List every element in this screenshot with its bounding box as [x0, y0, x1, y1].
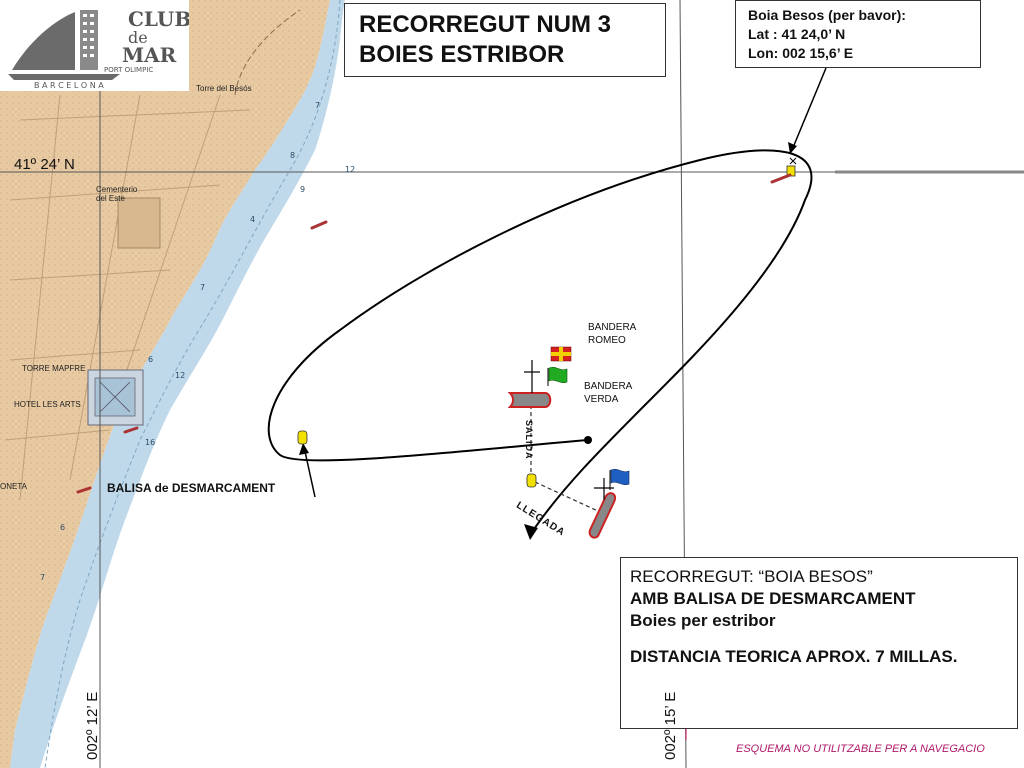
svg-text:8: 8	[290, 151, 295, 160]
club-de-mar-logo: CLUB de MAR PORT OLIMPIC B A R C E L O N…	[0, 0, 191, 91]
route-description-box: RECORREGUT: “BOIA BESOS” AMB BALISA DE D…	[620, 557, 1018, 729]
title-line-2: BOIES ESTRIBOR	[359, 41, 565, 68]
flag-green-label: BANDERA VERDA	[584, 381, 632, 405]
flag-green-icon	[547, 367, 568, 386]
svg-text:7: 7	[200, 283, 205, 292]
route-start-dot	[584, 436, 592, 444]
mark-pointer-line	[303, 446, 316, 498]
flag-romeo-icon	[550, 346, 572, 362]
place-torre-mapfre: TORRE MAPFRE	[22, 364, 86, 373]
committee-boat-icon	[507, 360, 552, 408]
logo-port-olimpic: PORT OLIMPIC	[104, 66, 153, 74]
offset-mark-buoy-icon	[297, 430, 308, 445]
start-label: SALIDA	[524, 420, 534, 460]
buoy-lon: Lon: 002 15,6’ E	[748, 45, 854, 61]
place-cemetery: Cementerio del Este	[96, 185, 138, 203]
finish-arrowhead	[524, 524, 538, 540]
route-line-4: DISTANCIA TEORICA APROX. 7 MILLAS.	[630, 647, 958, 666]
cemetery-block	[117, 197, 161, 249]
buoy-pointer-arrow	[788, 142, 797, 154]
finish-boat-icon	[588, 469, 630, 539]
route-line-2: AMB BALISA DE DESMARCAMENT	[630, 589, 916, 608]
svg-text:4: 4	[250, 215, 255, 224]
place-hotel: HOTEL LES ARTS	[14, 400, 81, 409]
logo-mar: MAR	[122, 43, 177, 67]
svg-text:7: 7	[40, 573, 45, 582]
title-line-1: RECORREGUT NUM 3	[359, 11, 612, 38]
depth-soundings: 7 8 12 9 4 7 6 12 16 6 7	[40, 101, 355, 582]
flag-romeo-label: BANDERA ROMEO	[588, 322, 636, 346]
finish-line	[534, 481, 601, 513]
svg-text:12: 12	[175, 371, 185, 380]
place-tower: Torre del Besós	[196, 84, 252, 93]
buoy-pointer-line	[791, 67, 827, 151]
logo-club: CLUB	[128, 7, 189, 31]
logo-de: de	[128, 28, 148, 47]
land-texture	[0, 0, 330, 768]
latitude-label: 41º 24’ N	[14, 156, 75, 173]
buoy-coordinates-box: Boia Besos (per bavor): Lat : 41 24,0’ N…	[735, 0, 981, 68]
route-loop	[267, 149, 813, 536]
start-buoy-icon	[526, 473, 537, 488]
offset-mark-label: BALISA de DESMARCAMENT	[107, 481, 276, 495]
route-title-box: RECORREGUT NUM 3 BOIES ESTRIBOR	[344, 3, 666, 77]
svg-text:6: 6	[148, 355, 153, 364]
longitude-label-15: 002º 15’ E	[662, 691, 679, 760]
sailboat-logo-icon: CLUB de MAR PORT OLIMPIC B A R C E L O N…	[8, 7, 191, 90]
svg-text:6: 6	[60, 523, 65, 532]
navigation-disclaimer: ESQUEMA NO UTILITZABLE PER A NAVEGACIO	[736, 743, 985, 755]
buoy-lat: Lat : 41 24,0’ N	[748, 26, 846, 42]
svg-text:7: 7	[315, 101, 320, 110]
port-olimpic	[87, 369, 144, 426]
svg-text:12: 12	[345, 165, 355, 174]
depth-contour	[44, 0, 341, 768]
route-line-1: RECORREGUT: “BOIA BESOS”	[630, 567, 873, 586]
mark-pointer-arrow	[299, 443, 309, 455]
street-grid	[4, 9, 301, 501]
shallow-water-band	[10, 0, 345, 768]
svg-text:9: 9	[300, 185, 305, 194]
buoy-name: Boia Besos (per bavor):	[748, 7, 906, 23]
route-line-3: Boies per estribor	[630, 611, 776, 630]
besos-buoy-icon	[770, 157, 797, 184]
moored-boats	[76, 220, 328, 494]
longitude-label-12: 002º 12’ E	[84, 691, 101, 760]
place-zone: ONETA	[0, 482, 27, 491]
logo-barcelona: B A R C E L O N A	[34, 81, 104, 90]
svg-text:16: 16	[145, 438, 155, 447]
